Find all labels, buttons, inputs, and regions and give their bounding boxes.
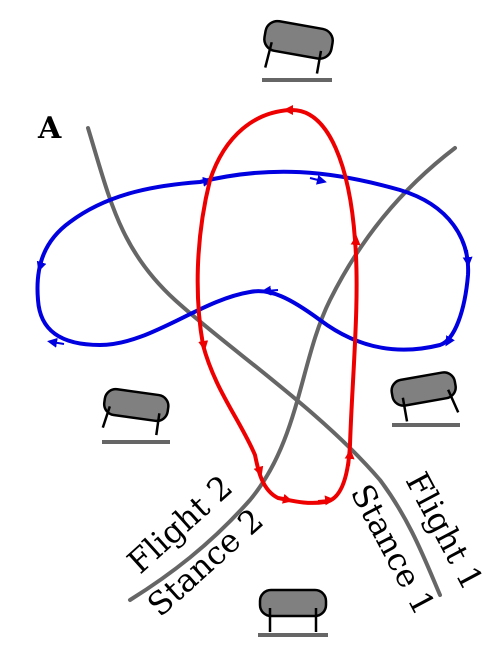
blue-loop [35, 169, 471, 352]
red-arrow-6 [253, 459, 264, 477]
panel-label: A [37, 111, 62, 146]
boundary-curve-2 [128, 146, 457, 602]
boundary-curve-1 [86, 126, 442, 597]
blue-arrow-7 [36, 254, 47, 272]
blue-arrow-6 [47, 337, 65, 348]
red-arrow-2 [350, 235, 361, 253]
blue-arrow-4 [445, 329, 456, 347]
robot-right-icon [390, 371, 460, 422]
robot-top-icon [263, 19, 334, 74]
red-arrow-4 [317, 495, 335, 506]
red-arrow-3 [344, 449, 355, 467]
robot-bottom-icon [258, 588, 328, 632]
blue-arrow-1 [195, 176, 213, 187]
blue-arrow-3 [462, 249, 473, 267]
red-arrow-5 [275, 493, 293, 504]
robot-left-icon [101, 387, 170, 436]
blue-arrow-5 [261, 285, 279, 296]
red-loop [195, 107, 359, 505]
red-arrow-7 [198, 333, 209, 351]
blue-arrow-2 [309, 174, 327, 185]
